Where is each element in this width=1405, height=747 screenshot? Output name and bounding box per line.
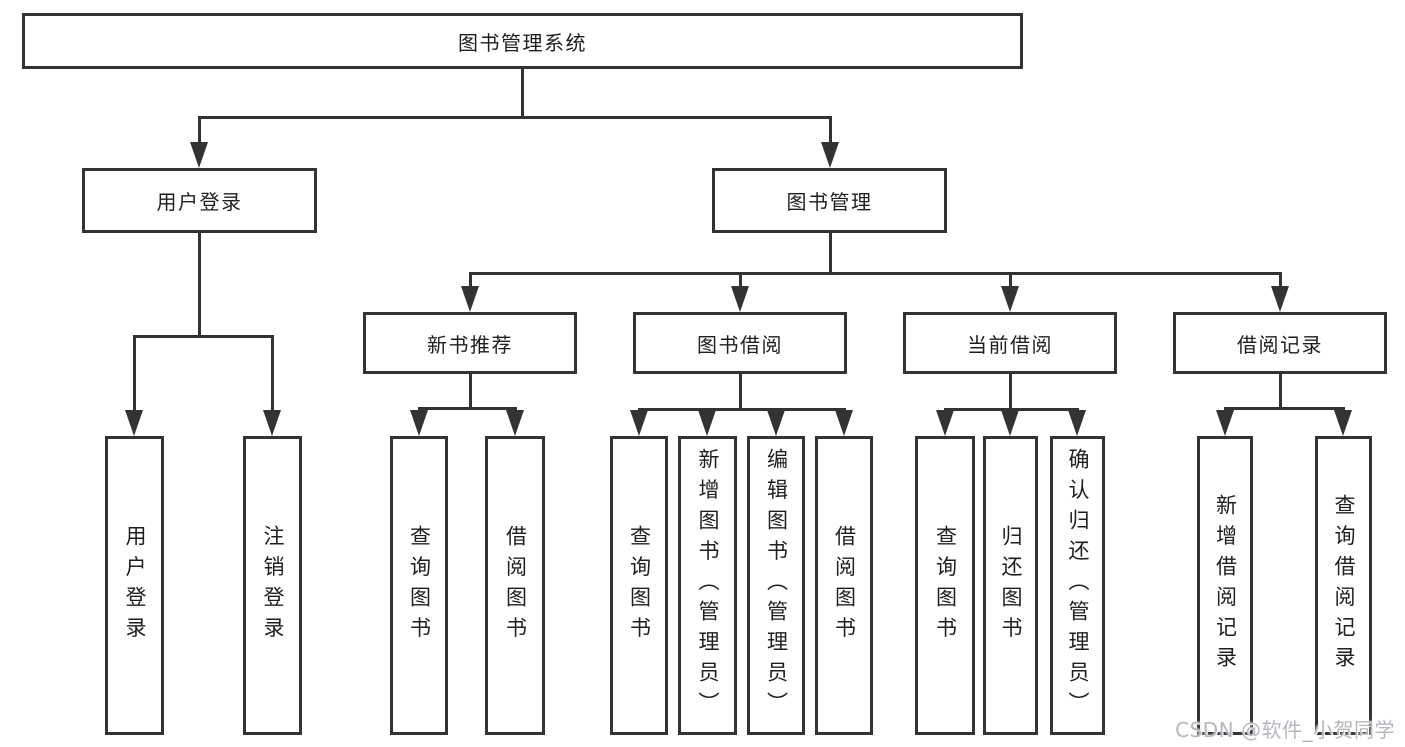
connector-line: [828, 233, 832, 273]
node-leaf-query-books-1: 查询图书: [390, 436, 448, 735]
connector-line: [132, 334, 274, 338]
connector-line: [1278, 374, 1282, 408]
node-label: 查询图书: [933, 524, 958, 647]
connector-line: [520, 69, 524, 117]
arrow-head: [1334, 410, 1352, 436]
connector-line: [468, 374, 472, 408]
node-label: 借阅图书: [503, 524, 528, 647]
node-label: 图书管理: [786, 190, 873, 214]
arrow-head: [506, 410, 524, 436]
node-label: 用户登录: [123, 524, 147, 647]
connector-line: [197, 115, 832, 119]
connector-line: [270, 336, 274, 430]
arrow-head: [821, 142, 839, 168]
arrow-head: [1271, 286, 1289, 312]
arrow-head: [125, 410, 143, 436]
arrow-head: [1216, 410, 1234, 436]
node-leaf-query-borrow-record: 查询借阅记录: [1315, 436, 1372, 735]
node-leaf-query-books-2: 查询图书: [610, 436, 668, 735]
connector-line: [1008, 374, 1012, 409]
arrow-head: [698, 410, 716, 436]
connector-line: [1223, 406, 1345, 410]
arrow-head: [835, 410, 853, 436]
connector-line: [197, 117, 201, 162]
arrow-head: [461, 286, 479, 312]
node-leaf-return-books: 归还图书: [983, 436, 1038, 735]
arrow-head: [936, 410, 954, 436]
node-leaf-add-borrow-record: 新增借阅记录: [1197, 436, 1253, 735]
node-label: 确认归还（管理员）: [1066, 448, 1090, 723]
connector-line: [132, 336, 136, 430]
node-label: 归还图书: [999, 524, 1023, 647]
node-user-login: 用户登录: [82, 168, 317, 233]
node-label: 图书管理系统: [458, 30, 587, 55]
arrow-head: [190, 142, 208, 168]
arrow-head: [767, 410, 785, 436]
node-leaf-logout-login: 注销登录: [243, 436, 302, 735]
node-label: 当前借阅: [967, 332, 1053, 357]
node-book-management: 图书管理: [712, 168, 947, 233]
node-leaf-edit-book-admin: 编辑图书（管理员）: [747, 436, 805, 735]
arrow-head: [1001, 410, 1019, 436]
arrow-head: [731, 286, 749, 312]
arrow-head: [1068, 410, 1086, 436]
arrow-head: [630, 410, 648, 436]
node-label: 查询图书: [407, 524, 432, 647]
arrow-head: [263, 410, 281, 436]
node-new-book-recommend: 新书推荐: [363, 312, 577, 374]
connector-line: [417, 406, 517, 410]
arrow-head: [410, 410, 428, 436]
watermark: CSDN @软件_小贺同学: [1175, 718, 1395, 742]
arrow-head: [1001, 286, 1019, 312]
node-label: 图书借阅: [697, 332, 783, 357]
node-label: 借阅图书: [832, 524, 857, 647]
node-label: 编辑图书（管理员）: [764, 448, 789, 723]
node-book-borrow: 图书借阅: [633, 312, 847, 374]
node-leaf-add-book-admin: 新增图书（管理员）: [678, 436, 737, 735]
node-leaf-confirm-return-admin: 确认归还（管理员）: [1050, 436, 1105, 735]
node-leaf-user-login: 用户登录: [105, 436, 164, 735]
node-label: 查询图书: [627, 524, 652, 647]
node-label: 新书推荐: [427, 332, 513, 357]
node-label: 新增图书（管理员）: [696, 448, 720, 723]
node-current-borrow: 当前借阅: [903, 312, 1117, 374]
node-leaf-borrow-books-2: 借阅图书: [815, 436, 873, 735]
node-label: 用户登录: [156, 190, 243, 214]
connector-line: [197, 233, 201, 336]
node-label: 注销登录: [261, 524, 285, 647]
connector-line: [738, 374, 742, 409]
node-borrow-records: 借阅记录: [1173, 312, 1387, 374]
node-label: 新增借阅记录: [1213, 494, 1238, 677]
node-root: 图书管理系统: [22, 13, 1023, 69]
node-label: 借阅记录: [1237, 332, 1323, 357]
connector-line: [637, 407, 846, 411]
node-leaf-query-books-3: 查询图书: [915, 436, 975, 735]
connector-line: [828, 117, 832, 162]
connector-line: [468, 271, 1282, 275]
node-label: 查询借阅记录: [1332, 494, 1356, 677]
node-leaf-borrow-books-1: 借阅图书: [485, 436, 545, 735]
